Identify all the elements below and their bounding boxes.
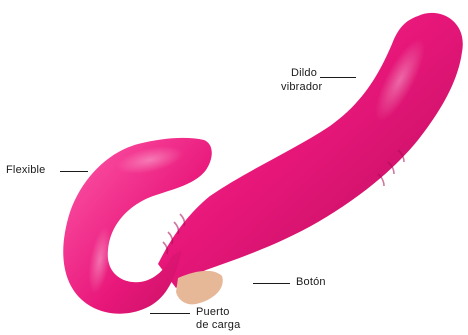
callout-flexible: Flexible <box>6 164 46 177</box>
callout-flexible-leader <box>60 171 88 172</box>
callout-dildo-line2: vibrador <box>281 81 322 94</box>
callout-dildo-line1: Dildo <box>291 67 317 80</box>
callout-port-leader <box>150 313 190 314</box>
callout-port-line1: Puerto <box>196 306 230 319</box>
callout-port-line2: de carga <box>196 319 240 332</box>
button-area <box>176 271 223 304</box>
callout-button: Botón <box>296 276 326 289</box>
callout-button-leader <box>253 283 290 284</box>
callout-dildo-leader <box>320 77 356 78</box>
